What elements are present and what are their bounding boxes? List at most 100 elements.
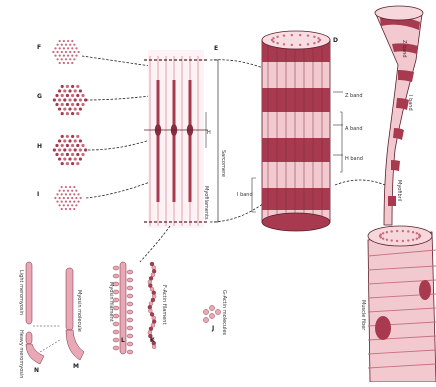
filament-dot bbox=[52, 51, 54, 53]
muscle-fiber bbox=[368, 226, 436, 382]
light-meromyosin-label: Light meromyosin bbox=[18, 270, 24, 315]
filament-dot bbox=[71, 85, 74, 88]
filament-dot bbox=[59, 62, 61, 64]
filament-dot bbox=[71, 204, 73, 206]
i-band-label: I band bbox=[237, 192, 253, 198]
filament-dot bbox=[79, 157, 82, 160]
filament-dot bbox=[58, 148, 61, 151]
filament-dot bbox=[71, 153, 74, 156]
filament-dot bbox=[63, 190, 65, 192]
cross-section-f bbox=[52, 40, 79, 64]
filament-dot bbox=[68, 148, 71, 151]
i-band-label-strand: I band bbox=[407, 95, 413, 111]
filament-dot bbox=[74, 148, 77, 151]
filament-dot bbox=[73, 186, 75, 188]
filament-dot bbox=[76, 94, 79, 97]
filament-dot bbox=[61, 44, 63, 46]
filament-dot bbox=[73, 51, 75, 53]
filament-dot bbox=[69, 193, 71, 195]
filament-dot bbox=[76, 162, 79, 165]
g-actin-label: G-Actin molecules bbox=[221, 290, 227, 336]
filament-dot bbox=[71, 94, 74, 97]
filament-dot bbox=[69, 51, 71, 53]
filament-dot bbox=[77, 193, 79, 195]
filament-dot bbox=[75, 197, 77, 199]
filament-dot bbox=[61, 135, 64, 138]
filament-dot bbox=[71, 190, 73, 192]
filament-dot bbox=[65, 208, 67, 210]
filament-dot bbox=[71, 55, 73, 57]
filament-dot bbox=[56, 193, 58, 195]
filament-dot bbox=[55, 153, 58, 156]
myofibril-bundle bbox=[262, 31, 330, 231]
leader-g bbox=[86, 96, 150, 100]
filament-dot bbox=[63, 204, 65, 206]
filament-dot bbox=[65, 44, 67, 46]
leader-to-molecules bbox=[140, 226, 170, 262]
filament-dot bbox=[69, 208, 71, 210]
filament-dot bbox=[65, 201, 67, 203]
panel-letter-i: I bbox=[37, 191, 39, 198]
filament-dot bbox=[79, 98, 82, 101]
filament-dot bbox=[76, 144, 79, 147]
filament-dot bbox=[63, 139, 66, 142]
filament-dot bbox=[66, 144, 69, 147]
z-band-label: Z band bbox=[345, 93, 363, 99]
filament-dot bbox=[79, 139, 82, 142]
filament-dot bbox=[61, 144, 64, 147]
filament-dot bbox=[77, 201, 79, 203]
leader-h bbox=[88, 140, 150, 150]
filament-dot bbox=[73, 44, 75, 46]
g-actin-molecules bbox=[203, 305, 220, 322]
filament-dot bbox=[59, 190, 61, 192]
filament-dot bbox=[75, 190, 77, 192]
filament-dot bbox=[59, 47, 61, 49]
filament-dot bbox=[54, 47, 56, 49]
sarcomere-label: Sarcomere bbox=[220, 150, 226, 177]
sarcomere-bracket bbox=[214, 60, 218, 222]
muscle-fiber-label: Muscle fiber bbox=[360, 300, 366, 331]
filament-dot bbox=[57, 58, 59, 60]
filament-dot bbox=[81, 103, 84, 106]
filament-dot bbox=[71, 40, 73, 42]
filament-dot bbox=[57, 44, 59, 46]
filament-dot bbox=[69, 58, 71, 60]
f-actin-filament bbox=[148, 262, 156, 349]
panel-letter-f: F bbox=[37, 44, 41, 51]
filament-dot bbox=[76, 112, 79, 115]
h-zone-label: H bbox=[207, 130, 211, 136]
meromyosin bbox=[26, 262, 60, 364]
filament-dot bbox=[80, 197, 82, 199]
filament-dot bbox=[81, 144, 84, 147]
filament-dot bbox=[55, 94, 58, 97]
filament-dot bbox=[59, 55, 61, 57]
filament-dot bbox=[55, 103, 58, 106]
filament-dot bbox=[61, 112, 64, 115]
f-actin-label: F-Actin filament bbox=[161, 285, 167, 324]
filament-dot bbox=[79, 148, 82, 151]
filament-dot bbox=[76, 135, 79, 138]
filament-dot bbox=[73, 58, 75, 60]
filament-dot bbox=[71, 103, 74, 106]
leader-myofibril bbox=[335, 180, 385, 185]
filament-dot bbox=[66, 94, 69, 97]
filament-dot bbox=[63, 98, 66, 101]
filament-dot bbox=[67, 204, 69, 206]
myosin-filament-label: Myosin filament bbox=[108, 282, 114, 322]
filament-dot bbox=[63, 47, 65, 49]
filament-dot bbox=[61, 208, 63, 210]
leader-f bbox=[82, 56, 150, 66]
filament-dot bbox=[58, 98, 61, 101]
h-band-label: H band bbox=[345, 156, 363, 162]
filament-dot bbox=[71, 135, 74, 138]
myofibril-label: Myofibril bbox=[396, 180, 402, 202]
filament-dot bbox=[69, 186, 71, 188]
sarcomere-myofilaments bbox=[144, 50, 208, 228]
filament-dot bbox=[63, 148, 66, 151]
filament-dot bbox=[65, 186, 67, 188]
filament-dot bbox=[65, 58, 67, 60]
filament-dot bbox=[61, 85, 64, 88]
filament-dot bbox=[81, 94, 84, 97]
panel-letter-l: L bbox=[121, 337, 125, 344]
filament-dot bbox=[58, 157, 61, 160]
